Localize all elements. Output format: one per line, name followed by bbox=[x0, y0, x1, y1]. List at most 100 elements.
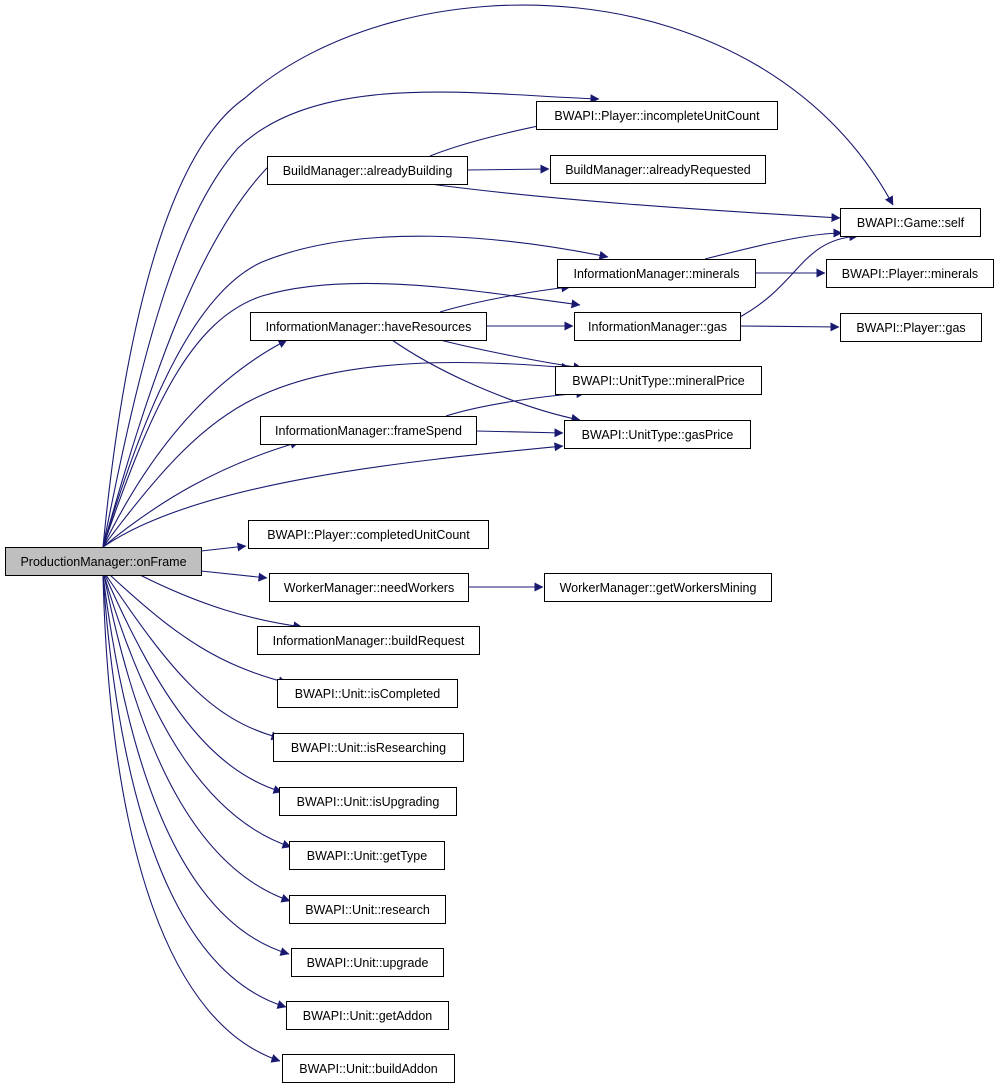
node-label: BWAPI::Unit::getAddon bbox=[303, 1009, 433, 1023]
node-imMinerals[interactable]: InformationManager::minerals bbox=[557, 259, 756, 288]
node-label: InformationManager::frameSpend bbox=[275, 424, 462, 438]
node-playerGas[interactable]: BWAPI::Player::gas bbox=[840, 313, 982, 342]
node-box bbox=[260, 416, 477, 445]
edge-onFrame-to-research bbox=[103, 574, 291, 903]
node-box bbox=[826, 259, 994, 288]
edge-onFrame-to-getType bbox=[103, 574, 292, 849]
node-label: BWAPI::Unit::isResearching bbox=[291, 741, 446, 755]
node-box bbox=[248, 520, 489, 549]
node-label: BWAPI::Game::self bbox=[857, 216, 965, 230]
edge-haveResources-to-imMinerals bbox=[439, 283, 571, 313]
node-label: BWAPI::Player::minerals bbox=[842, 267, 978, 281]
node-alreadyRequested[interactable]: BuildManager::alreadyRequested bbox=[550, 155, 766, 184]
node-label: BWAPI::Unit::getType bbox=[307, 849, 427, 863]
edge-frameSpend-to-gasPrice bbox=[475, 428, 564, 438]
edge-imGas-to-gameSelf bbox=[737, 232, 859, 319]
edge-onFrame-to-upgrade bbox=[102, 574, 290, 956]
node-gasPrice[interactable]: BWAPI::UnitType::gasPrice bbox=[564, 420, 751, 449]
node-label: BWAPI::Unit::upgrade bbox=[307, 956, 429, 970]
node-mineralPrice[interactable]: BWAPI::UnitType::mineralPrice bbox=[555, 366, 762, 395]
node-box bbox=[557, 259, 756, 288]
node-playerMinerals[interactable]: BWAPI::Player::minerals bbox=[826, 259, 994, 288]
node-label: BWAPI::Unit::isUpgrading bbox=[297, 795, 440, 809]
node-label: BWAPI::Unit::isCompleted bbox=[295, 687, 440, 701]
node-box bbox=[574, 312, 741, 341]
node-frameSpend[interactable]: InformationManager::frameSpend bbox=[260, 416, 477, 445]
node-buildAddon[interactable]: BWAPI::Unit::buildAddon bbox=[282, 1054, 455, 1083]
node-label: BWAPI::Unit::buildAddon bbox=[299, 1062, 438, 1076]
node-onFrame[interactable]: ProductionManager::onFrame bbox=[5, 547, 202, 576]
edge-haveResources-to-gasPrice bbox=[391, 339, 581, 423]
edge-onFrame-to-mineralPrice bbox=[102, 361, 571, 548]
node-label: InformationManager::gas bbox=[588, 320, 727, 334]
edge-onFrame-to-frameSpend bbox=[102, 440, 300, 548]
node-box bbox=[291, 948, 444, 977]
node-label: BWAPI::UnitType::mineralPrice bbox=[572, 374, 745, 388]
edge-onFrame-to-haveResources bbox=[102, 339, 288, 548]
edge-onFrame-to-buildAddon bbox=[102, 574, 281, 1063]
node-buildRequest[interactable]: InformationManager::buildRequest bbox=[257, 626, 480, 655]
edge-onFrame-to-getAddon bbox=[102, 574, 287, 1009]
node-label: BWAPI::UnitType::gasPrice bbox=[582, 428, 734, 442]
node-isResearching[interactable]: BWAPI::Unit::isResearching bbox=[273, 733, 464, 762]
node-box bbox=[250, 312, 487, 341]
node-research[interactable]: BWAPI::Unit::research bbox=[289, 895, 446, 924]
node-box bbox=[564, 420, 751, 449]
node-haveResources[interactable]: InformationManager::haveResources bbox=[250, 312, 487, 341]
node-needWorkers[interactable]: WorkerManager::needWorkers bbox=[269, 573, 469, 602]
node-incompleteUnitCount[interactable]: BWAPI::Player::incompleteUnitCount bbox=[536, 101, 778, 130]
node-getWorkersMining[interactable]: WorkerManager::getWorkersMining bbox=[544, 573, 772, 602]
edge-haveResources-to-mineralPrice bbox=[439, 339, 583, 372]
node-label: InformationManager::minerals bbox=[573, 267, 739, 281]
node-box bbox=[840, 208, 981, 237]
edge-onFrame-to-imGas bbox=[102, 282, 581, 548]
node-box bbox=[273, 733, 464, 762]
node-box bbox=[536, 101, 778, 130]
edge-onFrame-to-alreadyBuilding bbox=[102, 157, 278, 548]
node-box bbox=[840, 313, 982, 342]
node-getType[interactable]: BWAPI::Unit::getType bbox=[289, 841, 445, 870]
call-edges bbox=[102, 4, 894, 1063]
node-box bbox=[257, 626, 480, 655]
edge-onFrame-to-gasPrice bbox=[102, 442, 564, 548]
node-label: BWAPI::Player::incompleteUnitCount bbox=[554, 109, 760, 123]
node-gameSelf[interactable]: BWAPI::Game::self bbox=[840, 208, 981, 237]
node-label: WorkerManager::needWorkers bbox=[284, 581, 454, 595]
edge-onFrame-to-incompleteUnitCount bbox=[102, 91, 600, 548]
edge-onFrame-to-imMinerals bbox=[102, 235, 609, 548]
node-isUpgrading[interactable]: BWAPI::Unit::isUpgrading bbox=[279, 787, 457, 816]
function-nodes: ProductionManager::onFrame BWAPI::Player:… bbox=[5, 101, 994, 1083]
node-box bbox=[550, 155, 766, 184]
node-box bbox=[269, 573, 469, 602]
node-box bbox=[277, 679, 458, 708]
node-box bbox=[282, 1054, 455, 1083]
node-getAddon[interactable]: BWAPI::Unit::getAddon bbox=[286, 1001, 449, 1030]
edge-onFrame-to-isUpgrading bbox=[104, 574, 283, 794]
node-label: InformationManager::buildRequest bbox=[273, 634, 465, 648]
edge-imMinerals-to-gameSelf bbox=[704, 228, 843, 260]
node-upgrade[interactable]: BWAPI::Unit::upgrade bbox=[291, 948, 444, 977]
node-completedUnitCount[interactable]: BWAPI::Player::completedUnitCount bbox=[248, 520, 489, 549]
node-box bbox=[267, 156, 468, 185]
node-box bbox=[5, 547, 202, 576]
node-alreadyBuilding[interactable]: BuildManager::alreadyBuilding bbox=[267, 156, 468, 185]
node-imGas[interactable]: InformationManager::gas bbox=[574, 312, 741, 341]
node-box bbox=[286, 1001, 449, 1030]
edge-alreadyBuilding-to-gameSelf bbox=[429, 183, 841, 223]
node-box bbox=[289, 841, 445, 870]
node-label: BWAPI::Player::completedUnitCount bbox=[267, 528, 470, 542]
node-label: BWAPI::Unit::research bbox=[305, 903, 430, 917]
node-label: BuildManager::alreadyBuilding bbox=[283, 164, 453, 178]
node-isCompleted[interactable]: BWAPI::Unit::isCompleted bbox=[277, 679, 458, 708]
edge-onFrame-to-completedUnitCount bbox=[200, 542, 247, 552]
node-label: BuildManager::alreadyRequested bbox=[565, 163, 751, 177]
node-box bbox=[555, 366, 762, 395]
edge-onFrame-to-needWorkers bbox=[200, 570, 268, 582]
edge-onFrame-to-isCompleted bbox=[109, 574, 288, 686]
node-label: ProductionManager::onFrame bbox=[20, 555, 186, 569]
edge-onFrame-to-buildRequest bbox=[139, 574, 303, 631]
node-box bbox=[289, 895, 446, 924]
node-box bbox=[544, 573, 772, 602]
node-label: WorkerManager::getWorkersMining bbox=[560, 581, 757, 595]
